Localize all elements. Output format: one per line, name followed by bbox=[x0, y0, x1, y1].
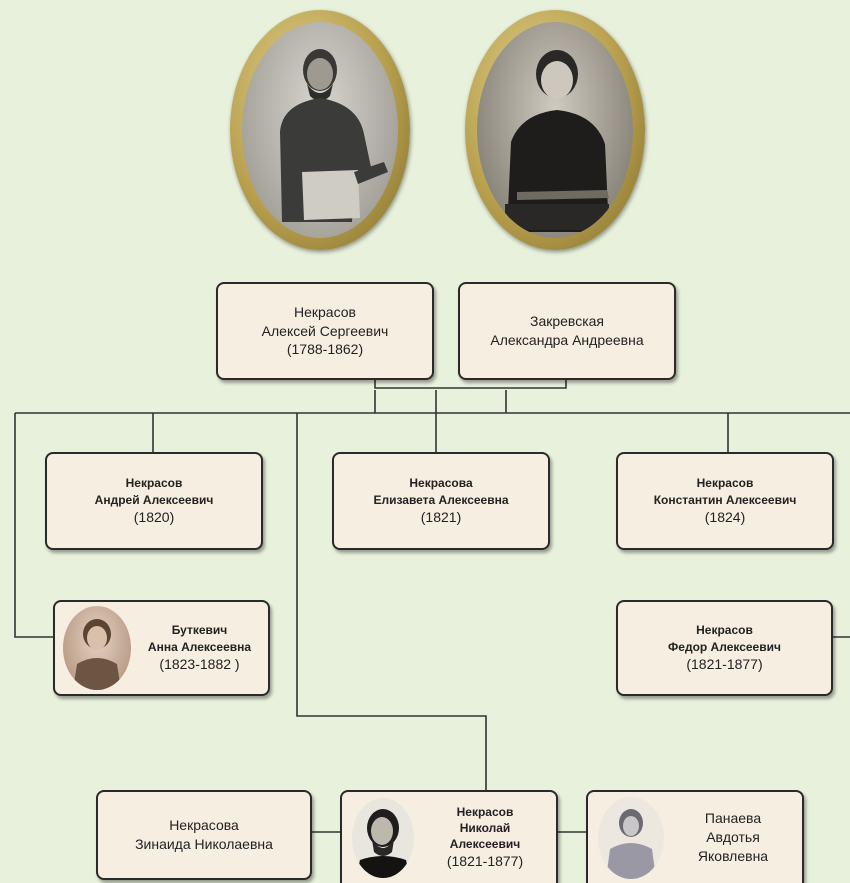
father-years: (1788-1862) bbox=[286, 341, 364, 358]
parents-junction bbox=[374, 380, 567, 389]
konstantin-surname: Некрасов bbox=[696, 476, 754, 491]
anna-box: Буткевич Анна Алексеевна (1823-1882 ) bbox=[53, 600, 270, 696]
avdotya-patronymic: Яковлевна bbox=[697, 847, 769, 864]
mother-name: Александра Андреевна bbox=[490, 332, 644, 348]
father-name: Алексей Сергеевич bbox=[261, 322, 389, 339]
elizaveta-years: (1821) bbox=[420, 508, 462, 525]
andrey-box: Некрасов Андрей Алексеевич (1820) bbox=[45, 452, 263, 550]
anna-portrait bbox=[63, 606, 131, 690]
father-portrait bbox=[242, 22, 398, 238]
andrey-surname: Некрасов bbox=[125, 476, 183, 491]
drop-nikolay bbox=[296, 413, 487, 790]
anna-years: (1823-1882 ) bbox=[159, 655, 240, 672]
father-box: Некрасов Алексей Сергеевич (1788-1862) bbox=[216, 282, 434, 380]
zinaida-surname: Некрасова bbox=[169, 817, 239, 834]
father-surname: Некрасов bbox=[294, 303, 356, 320]
nikolay-patronymic: Алексеевич bbox=[449, 837, 521, 852]
fedor-box: Некрасов Федор Алексеевич (1821-1877) bbox=[616, 600, 833, 696]
mother-box: Закревская Александра Андреевна bbox=[458, 282, 676, 380]
drop-anna bbox=[14, 413, 55, 638]
mother-portrait-frame bbox=[465, 10, 645, 250]
anna-name: Анна Алексеевна bbox=[147, 639, 252, 654]
father-portrait-frame bbox=[230, 10, 410, 250]
fedor-years: (1821-1877) bbox=[686, 655, 763, 672]
fedor-surname: Некрасов bbox=[696, 623, 753, 638]
zinaida-box: Некрасова Зинаида Николаевна bbox=[96, 790, 312, 880]
konstantin-name: Константин Алексеевич bbox=[653, 492, 797, 507]
andrey-years: (1820) bbox=[133, 508, 175, 525]
avdotya-portrait bbox=[598, 796, 664, 879]
nikolay-surname: Некрасов bbox=[456, 804, 514, 819]
mother-portrait bbox=[477, 22, 633, 238]
anna-surname: Буткевич bbox=[171, 623, 228, 638]
elizaveta-name: Елизавета Алексеевна bbox=[373, 492, 509, 507]
nikolay-portrait bbox=[352, 797, 414, 878]
elizaveta-surname: Некрасова bbox=[409, 476, 473, 491]
main-bus bbox=[15, 390, 850, 414]
zinaida-name: Зинаида Николаевна bbox=[135, 836, 273, 852]
mother-surname: Закревская bbox=[529, 313, 605, 330]
andrey-name: Андрей Алексеевич bbox=[94, 492, 214, 507]
elizaveta-box: Некрасова Елизавета Алексеевна (1821) bbox=[332, 452, 550, 550]
nikolay-box: Некрасов Николай Алексеевич (1821-1877) bbox=[340, 790, 558, 883]
konstantin-years: (1824) bbox=[704, 508, 746, 525]
avdotya-surname: Панаева bbox=[704, 810, 762, 827]
fedor-name: Федор Алексеевич bbox=[668, 639, 781, 654]
avdotya-box: Панаева Авдотья Яковлевна bbox=[586, 790, 804, 883]
nikolay-first: Николай bbox=[459, 820, 511, 835]
nikolay-years: (1821-1877) bbox=[446, 853, 524, 870]
avdotya-first: Авдотья bbox=[706, 829, 760, 846]
konstantin-box: Некрасов Константин Алексеевич (1824) bbox=[616, 452, 834, 550]
